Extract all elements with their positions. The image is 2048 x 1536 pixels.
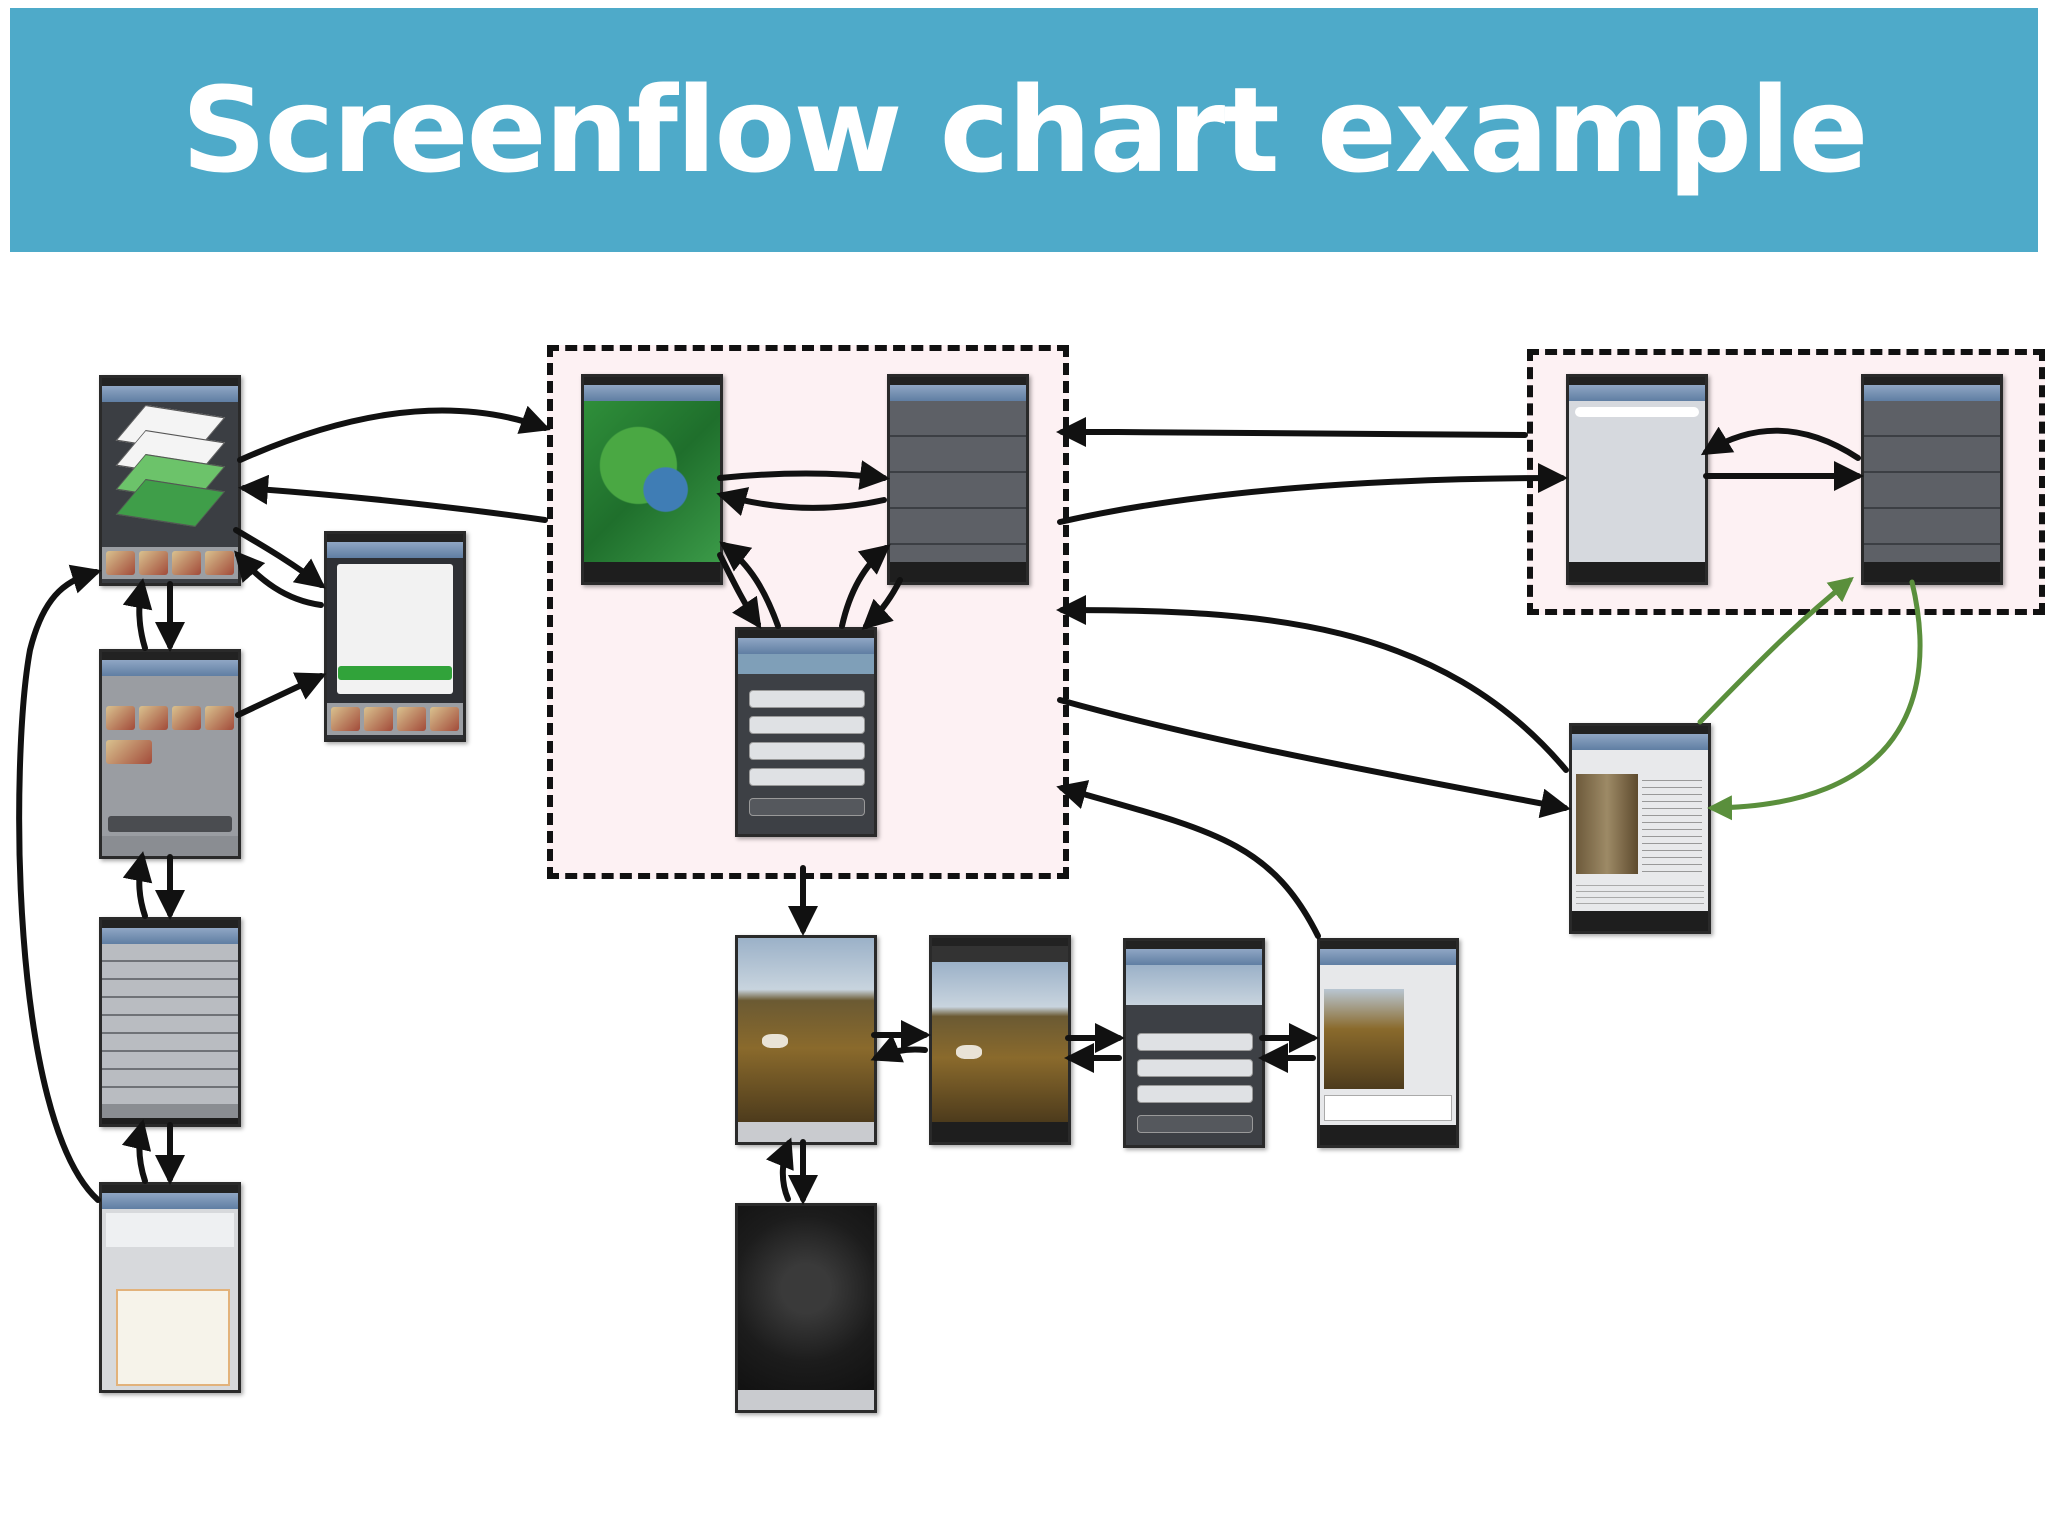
arrow-poi-to-sheet [861,577,903,631]
arrow-detail-to-layers [16,564,102,1203]
arrow-layers-to-popup [233,527,326,589]
thumbnail-popup-screen [324,531,466,742]
settings-list-screen [1861,374,2003,585]
arrow-settings-to-species [1707,579,1923,821]
layer-list-screen [99,917,241,1127]
search-screen [1566,374,1708,585]
arrow-species-to-main [1056,595,1569,773]
arrow-settings-to-search [1700,426,1861,461]
camera-photo-screen [735,935,877,1145]
arrow-sheet-to-map [719,541,781,629]
arrow-shutter-to-camera [765,1137,794,1202]
park-map-screen [581,374,723,585]
arrow-settings-to-main [1056,417,1528,448]
arrow-thumbs-to-layers [122,578,153,651]
arrow-poi-to-map [716,487,887,516]
add-action-sheet [735,627,877,837]
arrow-detail-to-list [121,1119,152,1184]
post-options-screen [1123,938,1265,1148]
page-title: Screenflow chart example [181,61,1868,199]
arrow-review-to-camera [870,1034,928,1063]
arrow-main-to-search [1057,463,1568,525]
arrow-main-to-layers [238,474,548,523]
arrow-sheet-to-poi [839,544,891,629]
layer-thumbnails-screen [99,649,241,859]
arrow-popup-to-layers [234,550,324,608]
arrow-layers-to-main [237,405,551,463]
arrow-species-to-settings [1697,576,1854,725]
species-detail-screen [1569,723,1711,934]
arrow-main-to-species [1057,697,1571,819]
layer-detail-map-screen [99,1182,241,1393]
photo-description-screen [1317,938,1459,1148]
poi-list-screen [887,374,1029,585]
arrow-map-to-poi [717,460,890,490]
arrow-description-to-main [1056,780,1321,939]
camera-shutter-screen [735,1203,877,1413]
arrow-list-to-thumbs [122,851,153,919]
title-banner: Screenflow chart example [10,8,2038,252]
arrow-thumbs-to-popup [235,672,327,718]
arrow-map-to-sheet [717,552,762,629]
